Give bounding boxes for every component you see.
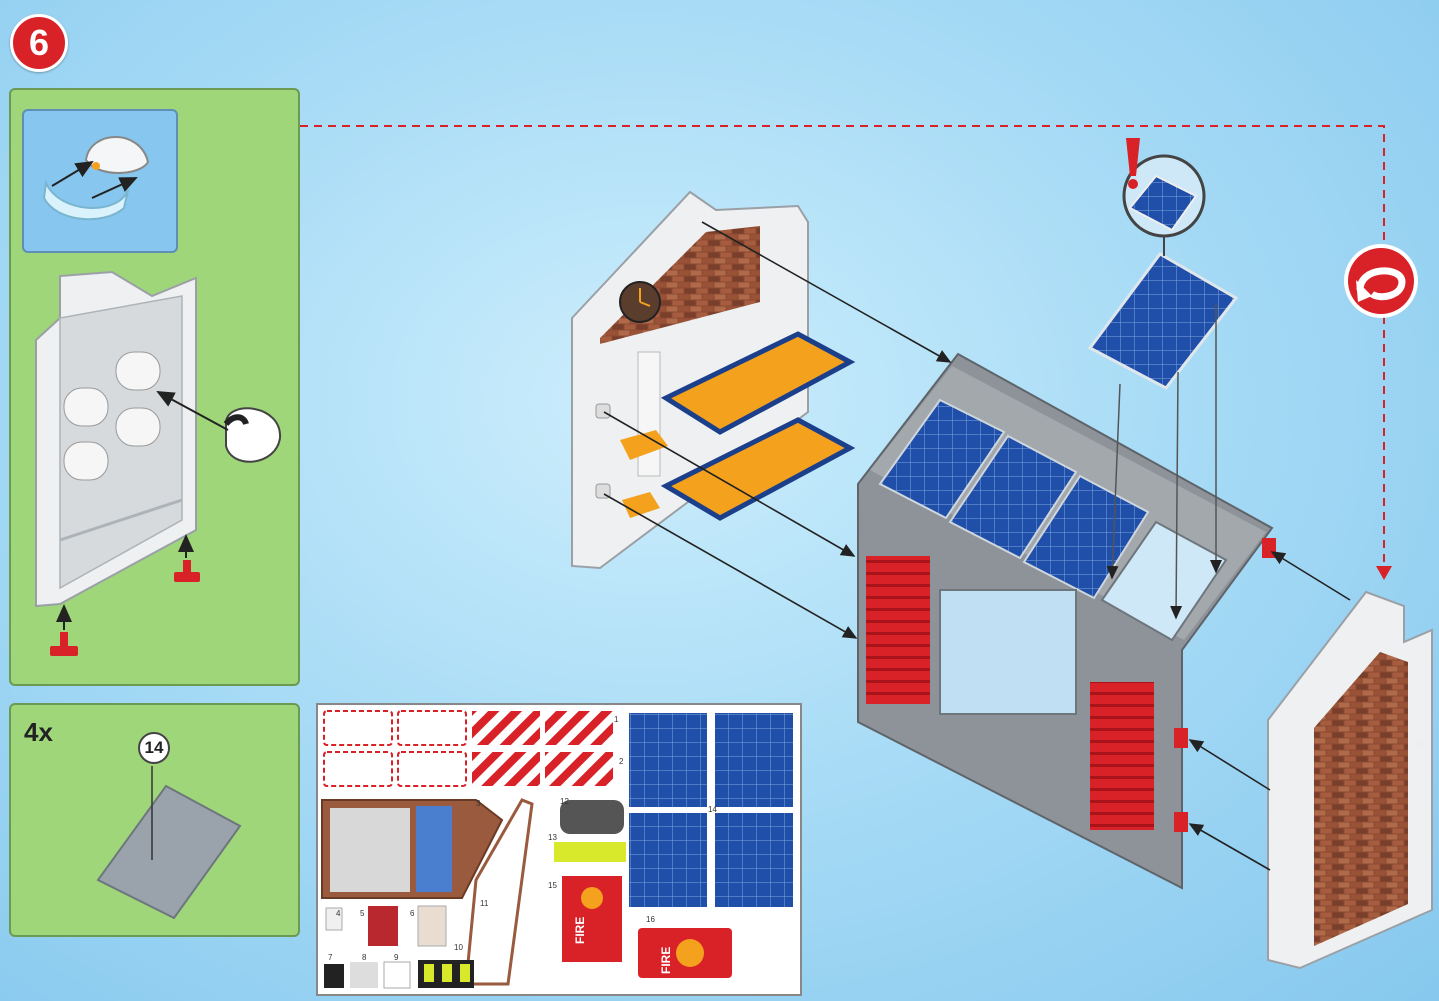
sticker-label-3: 3 [476,799,481,808]
sticker-label-8: 8 [362,953,367,962]
fire-sticker-text-1: FIRE [573,917,587,944]
sticker-label-10: 10 [454,943,463,952]
helmet-visor-detail [42,136,150,221]
side-brick-wall-part [1267,590,1433,970]
assembly-arrows [603,221,1351,871]
sticker-label-9: 9 [394,953,399,962]
sticker-label-7: 7 [328,953,333,962]
sticker-label-4: 4 [336,909,341,918]
sticker-sheet-art: 1 2 3 4 5 6 7 8 9 10 11 12 13 14 15 16 F… [321,710,793,989]
guide-dashed-line [300,125,1385,578]
rotate-arrow-icon [1344,244,1418,318]
sticker-label-1: 1 [614,715,619,724]
exclamation-icon [1126,138,1140,189]
sticker-label-5: 5 [360,909,365,918]
sticker-label-11: 11 [480,899,489,908]
grey-plate-part [96,766,242,920]
sticker-label-13: 13 [548,833,557,842]
sticker-label-6: 6 [410,909,415,918]
sticker-label-12: 12 [560,797,569,806]
solar-panel-part [1087,252,1239,620]
quantity-label: 4x [24,717,53,747]
sticker-label-16: 16 [646,915,655,924]
sticker-label-14: 14 [708,805,717,814]
helmet-detail-inset [22,109,178,253]
fire-sticker-text-2: FIRE [659,947,673,974]
wall-section-part [35,270,282,656]
guide-arrow-head [1376,566,1392,580]
step-number-badge: 6 [10,14,68,72]
magnifier-detail [1122,154,1206,256]
sticker-label-2: 2 [619,757,624,766]
bunk-wall-part [571,190,856,570]
sticker-label-15: 15 [548,881,557,890]
part-number-circle: 14 [138,732,170,764]
solar-frame-part [857,352,1276,890]
